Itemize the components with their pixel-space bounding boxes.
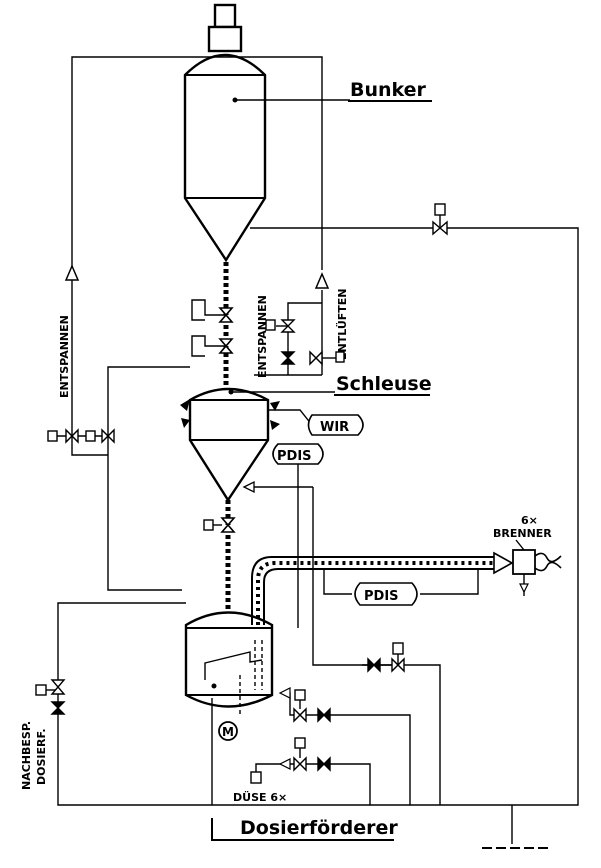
feed-pipe-fill	[256, 561, 494, 625]
schleuse-vessel	[180, 387, 335, 503]
pdis-1-instrument	[272, 443, 324, 628]
nachbesp-label-1: NACHBESP.	[20, 721, 33, 790]
right-top-valve	[432, 203, 448, 236]
dosier-side-line-1	[278, 687, 411, 805]
brenner-count-label: 6×	[521, 514, 538, 527]
dosier-side-line-2	[250, 737, 371, 805]
entspannen-left-arrow	[64, 264, 80, 281]
duse-label: DÜSE 6×	[233, 790, 287, 804]
dosierforderer-label: Dosierförderer	[240, 817, 398, 839]
nachbesp-valves	[35, 679, 66, 715]
feed-pipe-outer	[251, 556, 494, 625]
entluften-arrow	[314, 272, 330, 289]
top-return-line	[71, 56, 323, 390]
pdis-1-label: PDIS	[277, 449, 312, 464]
valve-3	[203, 517, 236, 533]
right-main-line	[57, 227, 579, 806]
entspannen-mid-label: ENTSPANNEN	[256, 295, 269, 378]
entluften-label: ENTLÜFTEN	[335, 288, 349, 360]
nachbesp-label-2: DOSIERF.	[35, 728, 48, 785]
brenner-symbol	[493, 539, 562, 596]
bunker-vessel	[183, 3, 350, 263]
dosierforderer-vessel	[184, 611, 274, 715]
mid-right-valves	[362, 642, 441, 805]
schleuse-left-line	[107, 366, 190, 591]
motor-label: M	[222, 725, 234, 739]
valve-2	[191, 335, 234, 357]
pdis-2-label: PDIS	[364, 589, 399, 604]
feed-pipe-inner	[263, 568, 494, 625]
bunker-label: Bunker	[350, 79, 427, 101]
valve-1	[191, 299, 234, 323]
wir-instrument	[268, 409, 364, 436]
motor-symbol	[218, 721, 238, 741]
brenner-label: BRENNER	[493, 527, 552, 540]
entspannen-left-valves	[47, 390, 115, 456]
schleuse-label: Schleuse	[336, 373, 432, 395]
wir-label: WIR	[320, 420, 349, 435]
pdis-2-instrument	[323, 569, 479, 606]
entluften-branch	[254, 290, 345, 376]
entspannen-left-label: ENTSPANNEN	[58, 315, 71, 398]
